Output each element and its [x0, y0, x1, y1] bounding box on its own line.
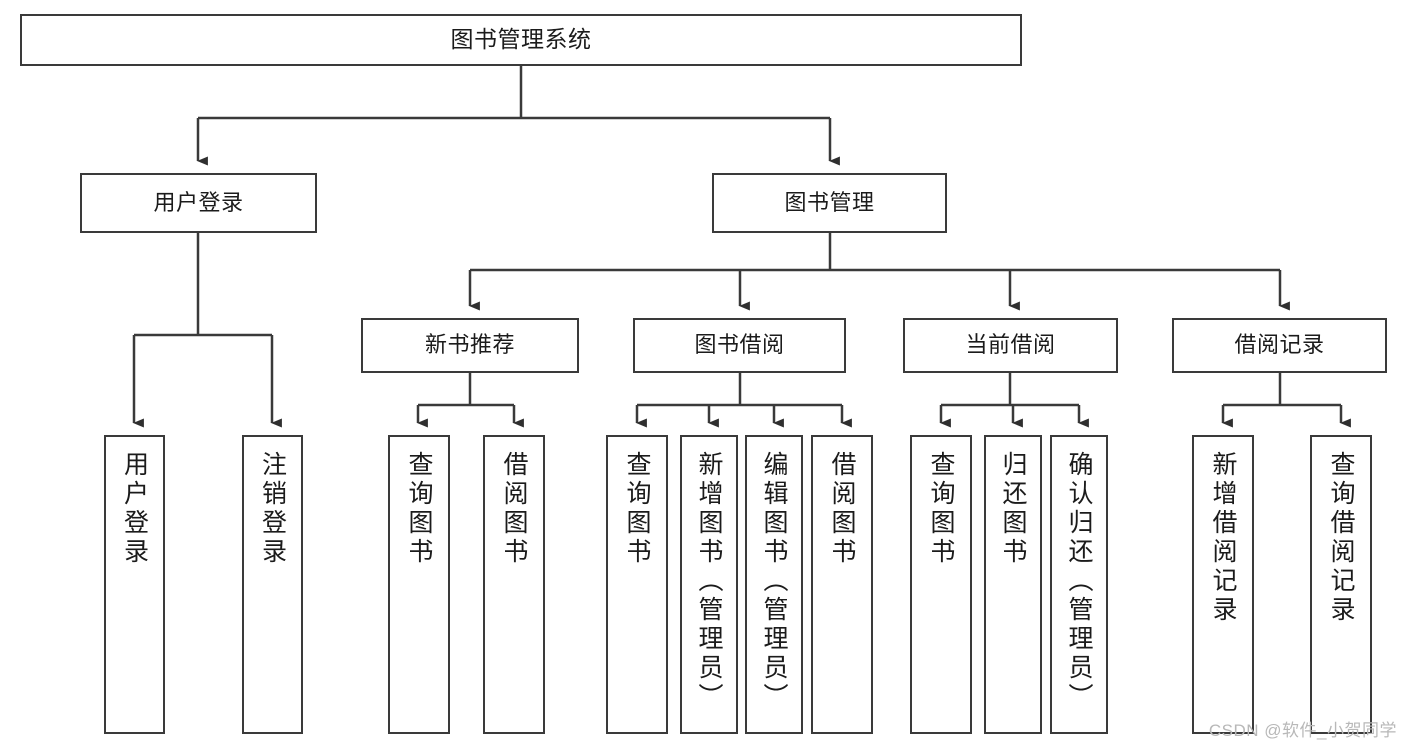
node-leaf-add-book[interactable]: 新增图书（管理员）: [680, 435, 738, 734]
node-leaf-borrow-1[interactable]: 借阅图书: [483, 435, 545, 734]
node-leaf-edit-book[interactable]: 编辑图书（管理员）: [745, 435, 803, 734]
node-label: 用户登录: [120, 451, 149, 567]
node-book-borrow[interactable]: 图书借阅: [633, 318, 846, 373]
node-new-book-rec[interactable]: 新书推荐: [361, 318, 579, 373]
node-book-manage[interactable]: 图书管理: [712, 173, 947, 233]
node-leaf-query-2[interactable]: 查询图书: [606, 435, 668, 734]
node-root[interactable]: 图书管理系统: [20, 14, 1022, 66]
node-leaf-add-rec[interactable]: 新增借阅记录: [1192, 435, 1254, 734]
node-label: 编辑图书（管理员）: [760, 451, 788, 712]
node-leaf-query-1[interactable]: 查询图书: [388, 435, 450, 734]
node-leaf-user-login[interactable]: 用户登录: [104, 435, 165, 734]
node-label: 新增借阅记录: [1209, 451, 1237, 625]
node-label: 图书管理系统: [450, 26, 592, 53]
node-leaf-query-3[interactable]: 查询图书: [910, 435, 972, 734]
node-label: 确认归还（管理员）: [1065, 451, 1093, 712]
node-label: 归还图书: [999, 451, 1027, 567]
node-label: 借阅图书: [828, 451, 856, 567]
node-label: 用户登录: [153, 189, 244, 215]
node-leaf-logout[interactable]: 注销登录: [242, 435, 303, 734]
node-leaf-confirm[interactable]: 确认归还（管理员）: [1050, 435, 1108, 734]
node-current-borrow[interactable]: 当前借阅: [903, 318, 1118, 373]
node-label: 查询借阅记录: [1327, 451, 1355, 625]
node-label: 查询图书: [927, 451, 955, 567]
node-label: 查询图书: [405, 451, 433, 567]
node-label: 借阅图书: [500, 451, 528, 567]
watermark: CSDN @软件_小贺同学: [1208, 721, 1397, 740]
node-borrow-record[interactable]: 借阅记录: [1172, 318, 1387, 373]
node-leaf-query-rec[interactable]: 查询借阅记录: [1310, 435, 1372, 734]
node-label: 图书管理: [784, 189, 875, 215]
node-label: 新书推荐: [424, 332, 515, 358]
node-label: 注销登录: [258, 451, 287, 567]
node-label: 图书借阅: [694, 332, 785, 358]
node-user-login[interactable]: 用户登录: [80, 173, 317, 233]
node-label: 当前借阅: [965, 332, 1056, 358]
node-label: 新增图书（管理员）: [695, 451, 723, 712]
node-label: 查询图书: [623, 451, 651, 567]
node-leaf-borrow-2[interactable]: 借阅图书: [811, 435, 873, 734]
node-leaf-return[interactable]: 归还图书: [984, 435, 1042, 734]
node-label: 借阅记录: [1234, 332, 1325, 358]
